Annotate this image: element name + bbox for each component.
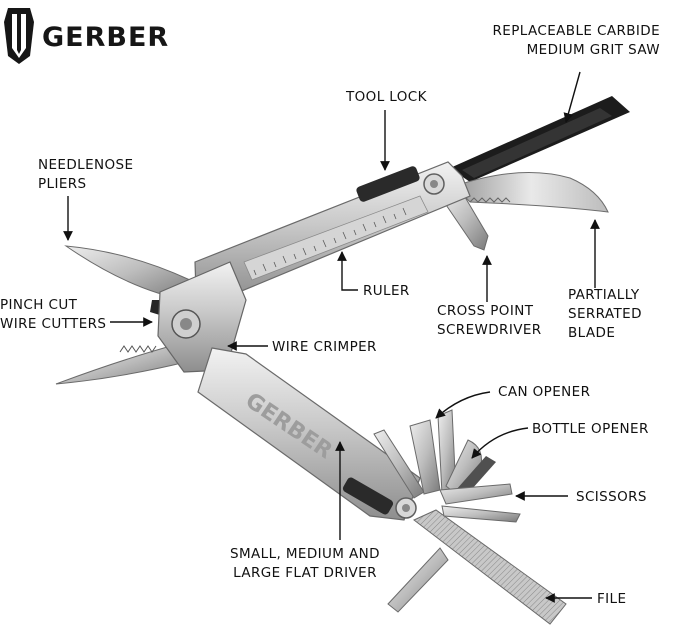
label-needlenose-line2: PLIERS <box>38 176 87 192</box>
label-flat-driver-line2: LARGE FLAT DRIVER <box>233 565 377 581</box>
label-serrated-line1: PARTIALLY <box>568 287 640 303</box>
label-needlenose-line1: NEEDLENOSE <box>38 157 134 173</box>
serrated-blade <box>454 172 609 213</box>
label-flat-driver-line1: SMALL, MEDIUM AND <box>230 546 380 562</box>
label-pinch-cut: PINCH CUT WIRE CUTTERS <box>0 296 106 334</box>
brand-wordmark: GERBER <box>42 22 170 53</box>
callout-arrows <box>63 71 600 603</box>
label-file: FILE <box>597 591 627 607</box>
label-serrated-line3: BLADE <box>568 325 616 341</box>
carbide-saw <box>450 96 630 182</box>
label-can-opener: CAN OPENER <box>498 384 591 400</box>
file-tool <box>387 509 567 625</box>
label-needlenose: NEEDLENOSE PLIERS <box>38 156 133 194</box>
label-flat-driver: SMALL, MEDIUM AND LARGE FLAT DRIVER <box>230 545 380 583</box>
label-cross-point-line1: CROSS POINT <box>437 303 534 319</box>
label-tool-lock: TOOL LOCK <box>346 89 427 105</box>
label-pinch-cut-line1: PINCH CUT <box>0 297 78 313</box>
gerber-logo-icon <box>4 8 34 64</box>
label-cross-point: CROSS POINT SCREWDRIVER <box>437 302 542 340</box>
label-ruler: RULER <box>363 283 410 299</box>
label-serrated-blade: PARTIALLY SERRATED BLADE <box>568 286 642 343</box>
label-wire-crimper: WIRE CRIMPER <box>272 339 377 355</box>
label-pinch-cut-line2: WIRE CUTTERS <box>0 316 107 332</box>
label-saw: REPLACEABLE CARBIDE MEDIUM GRIT SAW <box>493 22 660 60</box>
label-serrated-line2: SERRATED <box>568 306 642 322</box>
label-scissors: SCISSORS <box>576 489 647 505</box>
pliers-jaws <box>55 245 247 385</box>
label-saw-line2: MEDIUM GRIT SAW <box>526 42 660 58</box>
label-saw-line1: REPLACEABLE CARBIDE <box>492 23 660 39</box>
label-bottle-opener: BOTTLE OPENER <box>532 421 649 437</box>
label-cross-point-line2: SCREWDRIVER <box>437 322 542 338</box>
